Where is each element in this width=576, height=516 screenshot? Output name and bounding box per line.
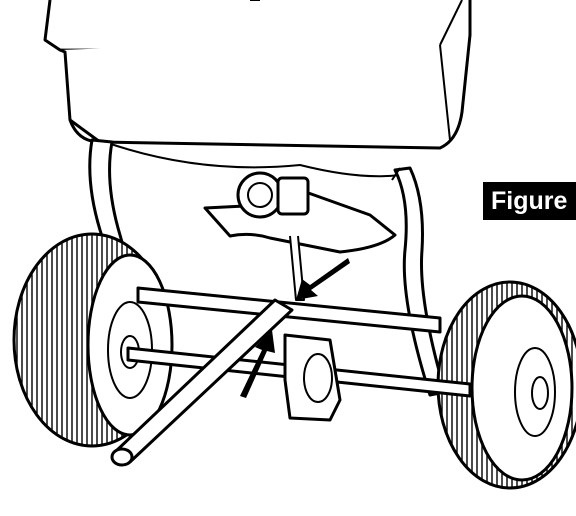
left-wheel <box>12 232 174 448</box>
gear-box <box>236 171 310 219</box>
pointer-arrow <box>296 258 350 300</box>
pointer-arrow <box>240 330 275 398</box>
right-wheel <box>436 280 576 490</box>
spinner-plate <box>203 188 397 301</box>
bracket <box>283 333 342 422</box>
figure-label: Figure <box>483 182 576 220</box>
hopper <box>43 0 472 178</box>
tow-bar <box>110 298 294 467</box>
